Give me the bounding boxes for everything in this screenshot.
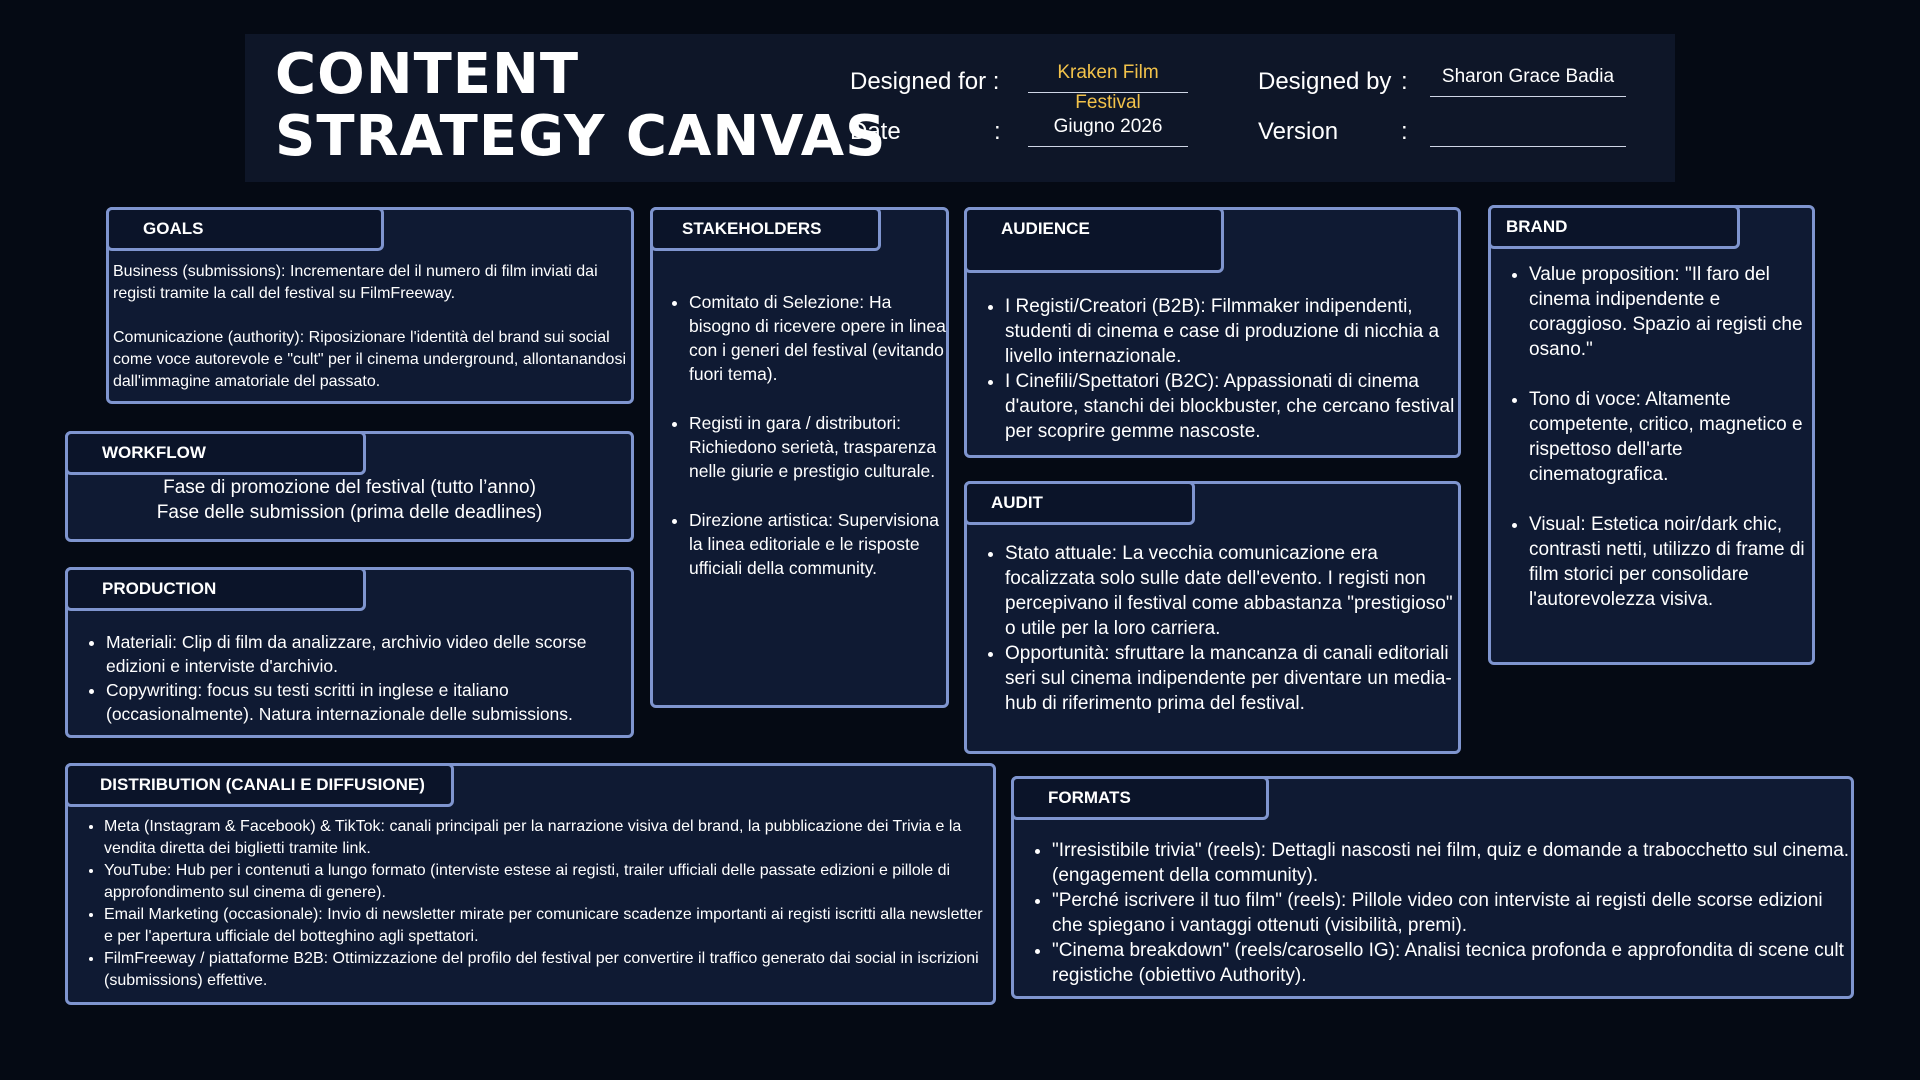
audit-body: Stato attuale: La vecchia comunicazione … [983, 541, 1455, 716]
distribution-body: Meta (Instagram & Facebook) & TikTok: ca… [82, 816, 994, 992]
designed-by-value[interactable]: Sharon Grace Badia [1430, 62, 1626, 97]
brand-header: BRAND [1488, 205, 1740, 249]
list-item: Meta (Instagram & Facebook) & TikTok: ca… [104, 816, 994, 860]
designed-by-colon: : [1401, 68, 1408, 95]
stakeholders-card: STAKEHOLDERS Comitato di Selezione: Ha b… [650, 207, 949, 708]
audit-list: Stato attuale: La vecchia comunicazione … [983, 541, 1455, 716]
stakeholders-header: STAKEHOLDERS [650, 207, 881, 251]
version-value[interactable] [1430, 112, 1626, 147]
date-label: Date [850, 118, 901, 145]
list-item: Tono di voce: Altamente competente, crit… [1529, 387, 1815, 487]
brand-list: Value proposition: "Il faro del cinema i… [1507, 262, 1815, 612]
list-item: "Cinema breakdown" (reels/carosello IG):… [1052, 938, 1850, 988]
brand-body: Value proposition: "Il faro del cinema i… [1507, 262, 1815, 637]
version-colon: : [1401, 118, 1408, 145]
stakeholders-list: Comitato di Selezione: Ha bisogno di ric… [667, 290, 947, 580]
list-item: "Irresistibile trivia" (reels): Dettagli… [1052, 838, 1850, 888]
production-body: Materiali: Clip di film da analizzare, a… [84, 630, 634, 726]
goals-header: GOALS [106, 207, 384, 251]
goals-card: GOALS Business (submissions): Incrementa… [106, 207, 634, 404]
designed-for-label: Designed for : [850, 68, 1000, 95]
list-item: FilmFreeway / piattaforme B2B: Ottimizza… [104, 948, 994, 992]
audience-card: AUDIENCE I Registi/Creatori (B2B): Filmm… [964, 207, 1461, 458]
title-line-1: CONTENT [275, 42, 580, 107]
production-header: PRODUCTION [65, 567, 366, 611]
goals-body: Business (submissions): Incrementare del… [113, 261, 628, 415]
date-colon: : [994, 118, 1001, 145]
goals-communication: Comunicazione (authority): Riposizionare… [113, 329, 626, 390]
brand-card: BRAND Value proposition: "Il faro del ci… [1488, 205, 1815, 665]
list-item: I Cinefili/Spettatori (B2C): Appassionat… [1005, 369, 1461, 444]
title-line-2: STRATEGY CANVAS [275, 104, 887, 169]
audience-header: AUDIENCE [964, 207, 1224, 273]
header-panel: CONTENT STRATEGY CANVAS Designed for : K… [245, 34, 1675, 182]
production-card: PRODUCTION Materiali: Clip di film da an… [65, 567, 634, 738]
distribution-header: DISTRIBUTION (CANALI E DIFFUSIONE) [65, 763, 454, 807]
designed-for-value[interactable]: Kraken Film Festival [1028, 58, 1188, 113]
list-item: Stato attuale: La vecchia comunicazione … [1005, 541, 1455, 641]
version-label: Version [1258, 118, 1339, 145]
canvas-title: CONTENT STRATEGY CANVAS [275, 44, 886, 168]
list-item: Direzione artistica: Supervisiona la lin… [689, 508, 947, 580]
formats-body: "Irresistibile trivia" (reels): Dettagli… [1030, 838, 1850, 988]
audit-header: AUDIT [964, 481, 1195, 525]
workflow-phase-2: Fase delle submission (prima delle deadl… [156, 502, 543, 523]
formats-card: FORMATS "Irresistibile trivia" (reels): … [1011, 776, 1854, 999]
audit-card: AUDIT Stato attuale: La vecchia comunica… [964, 481, 1461, 754]
list-item: Visual: Estetica noir/dark chic, contras… [1529, 512, 1815, 612]
list-item: Opportunità: sfruttare la mancanza di ca… [1005, 641, 1455, 716]
stakeholders-body: Comitato di Selezione: Ha bisogno di ric… [667, 290, 947, 605]
production-list: Materiali: Clip di film da analizzare, a… [84, 630, 634, 726]
audience-body: I Registi/Creatori (B2B): Filmmaker indi… [983, 294, 1461, 444]
date-value[interactable]: Giugno 2026 [1028, 112, 1188, 147]
list-item: Registi in gara / distributori: Richiedo… [689, 411, 947, 483]
workflow-phase-1: Fase di promozione del festival (tutto l… [163, 477, 536, 498]
list-item: "Perché iscrivere il tuo film" (reels): … [1052, 888, 1850, 938]
designed-by-label: Designed by [1258, 68, 1392, 95]
formats-header: FORMATS [1011, 776, 1269, 820]
formats-list: "Irresistibile trivia" (reels): Dettagli… [1030, 838, 1850, 988]
list-item: YouTube: Hub per i contenuti a lungo for… [104, 860, 994, 904]
distribution-list: Meta (Instagram & Facebook) & TikTok: ca… [82, 816, 994, 992]
list-item: Value proposition: "Il faro del cinema i… [1529, 262, 1815, 362]
workflow-header: WORKFLOW [65, 431, 366, 475]
goals-business: Business (submissions): Incrementare del… [113, 263, 598, 302]
list-item: Copywriting: focus su testi scritti in i… [106, 678, 634, 726]
workflow-body: Fase di promozione del festival (tutto l… [68, 475, 631, 525]
list-item: Email Marketing (occasionale): Invio di … [104, 904, 994, 948]
audience-list: I Registi/Creatori (B2B): Filmmaker indi… [983, 294, 1461, 444]
list-item: I Registi/Creatori (B2B): Filmmaker indi… [1005, 294, 1461, 369]
list-item: Materiali: Clip di film da analizzare, a… [106, 630, 634, 678]
list-item: Comitato di Selezione: Ha bisogno di ric… [689, 290, 947, 386]
distribution-card: DISTRIBUTION (CANALI E DIFFUSIONE) Meta … [65, 763, 996, 1005]
workflow-card: WORKFLOW Fase di promozione del festival… [65, 431, 634, 542]
